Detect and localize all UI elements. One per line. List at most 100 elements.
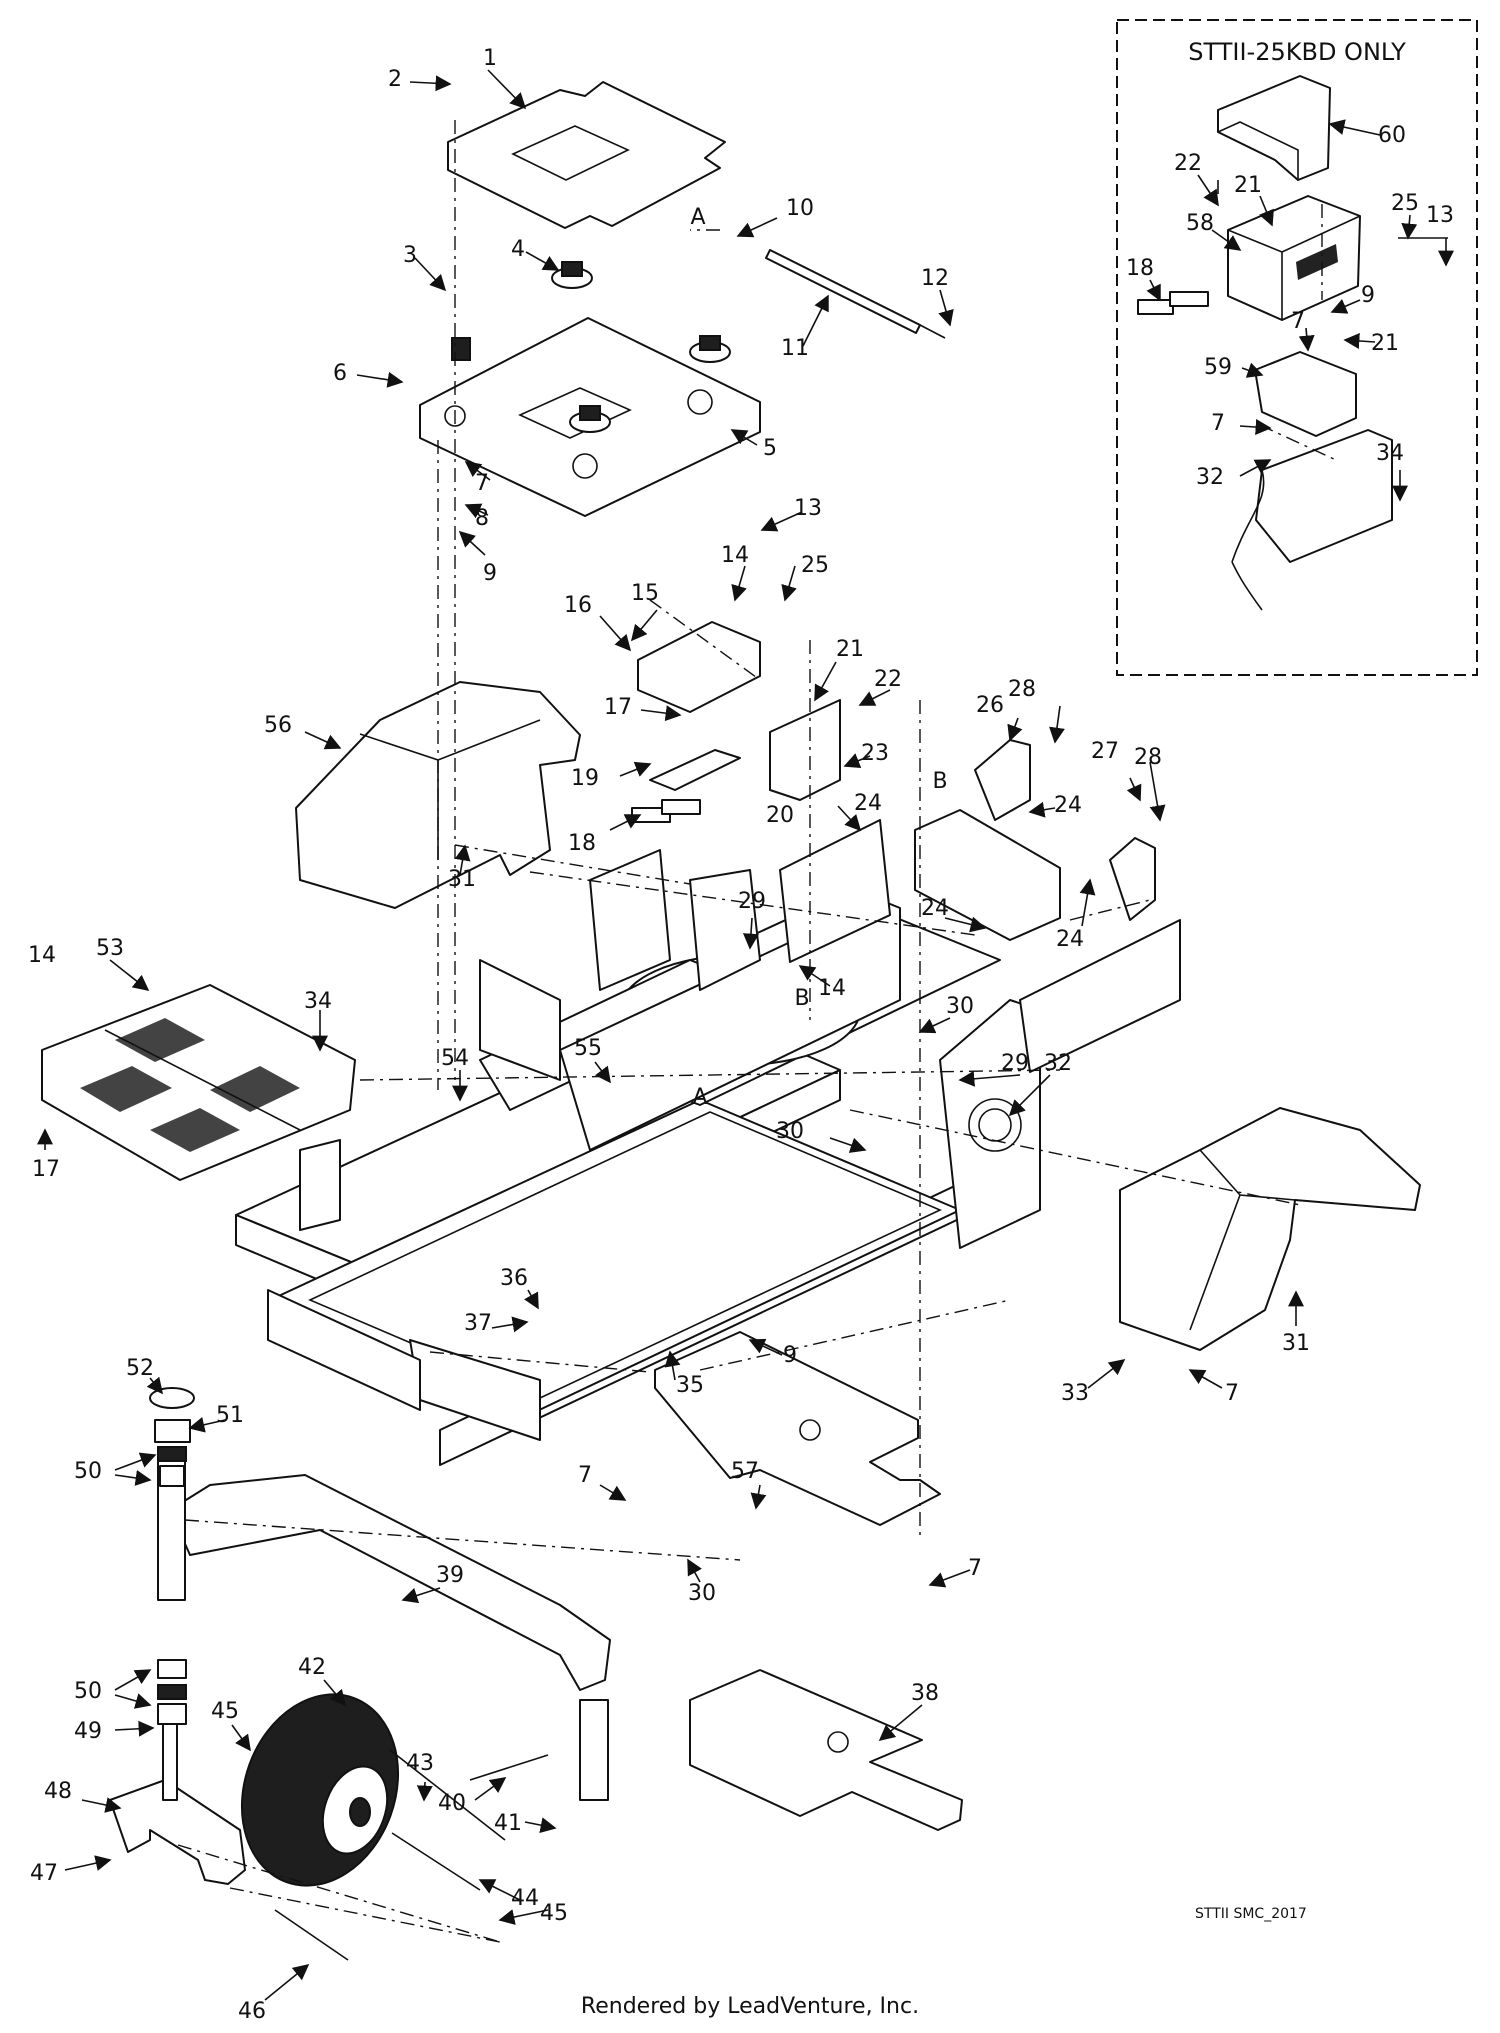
- callout-c24d: 24: [1056, 927, 1084, 952]
- callout-c9c: 9: [1361, 283, 1375, 308]
- front-axle: [169, 1474, 611, 1691]
- callout-c35: 35: [676, 1373, 704, 1398]
- callout-c21a: 21: [836, 637, 864, 662]
- belt-shield: [654, 1331, 941, 1526]
- callout-c59: 59: [1204, 355, 1232, 380]
- callout-c7a: 7: [475, 471, 489, 496]
- callout-c30b: 30: [776, 1119, 804, 1144]
- callout-c1: 1: [483, 46, 497, 71]
- callout-c24a: 24: [854, 791, 882, 816]
- frame-fragment: [1255, 429, 1393, 563]
- callout-c13b: 13: [1426, 203, 1454, 228]
- battery-cover: [1217, 75, 1331, 181]
- callout-c56: 56: [264, 713, 292, 738]
- callout-c26: 26: [976, 693, 1004, 718]
- callout-c30c: 30: [688, 1581, 716, 1606]
- inset-panel: STTII-25KBD ONLY: [1116, 19, 1478, 676]
- callout-c30a: 30: [946, 994, 974, 1019]
- callout-c51: 51: [216, 1403, 244, 1428]
- callout-c4: 4: [511, 237, 525, 262]
- drawing-code: STTII SMC_2017: [1195, 1906, 1307, 1922]
- callout-c46: 46: [238, 1999, 266, 2024]
- callout-cB2: B: [794, 986, 809, 1011]
- callout-c55: 55: [574, 1036, 602, 1061]
- seat-plate: [447, 81, 726, 229]
- callout-c9b: 9: [783, 1343, 797, 1368]
- callout-c50a: 50: [74, 1459, 102, 1484]
- fender-right: [1119, 1107, 1421, 1351]
- callout-c16: 16: [564, 593, 592, 618]
- callout-c9a: 9: [483, 561, 497, 586]
- callout-c45b: 45: [540, 1901, 568, 1926]
- under-shield: [689, 1669, 963, 1831]
- callout-c42: 42: [298, 1655, 326, 1680]
- callout-c15: 15: [631, 581, 659, 606]
- callout-c28b: 28: [1134, 745, 1162, 770]
- callout-c8: 8: [475, 506, 489, 531]
- callout-c31b: 31: [1282, 1331, 1310, 1356]
- callout-c22a: 22: [874, 667, 902, 692]
- callout-c13a: 13: [794, 496, 822, 521]
- bracket-26: [974, 739, 1031, 821]
- bracket-24: [914, 809, 1061, 941]
- callout-cB1: B: [932, 769, 947, 794]
- bar-19: [649, 749, 741, 791]
- axle-pivot: [579, 1699, 609, 1801]
- callout-c48: 48: [44, 1779, 72, 1804]
- leader-lines: [37, 69, 1454, 2001]
- bracket-27: [1109, 837, 1156, 921]
- caster-tire: [240, 1693, 400, 1887]
- latch-rod: [765, 249, 921, 334]
- callout-c5: 5: [763, 436, 777, 461]
- callout-c7d: 7: [968, 1556, 982, 1581]
- callout-c58: 58: [1186, 211, 1214, 236]
- inset-title: STTII-25KBD ONLY: [1188, 38, 1406, 66]
- callout-c18a: 18: [568, 831, 596, 856]
- assembly-lines: [177, 120, 1337, 1943]
- callout-c2: 2: [388, 67, 402, 92]
- callout-c45a: 45: [211, 1699, 239, 1724]
- callout-c40: 40: [438, 1791, 466, 1816]
- main-frame: [235, 819, 1181, 1466]
- callout-c24b: 24: [1054, 793, 1082, 818]
- callout-c38: 38: [911, 1681, 939, 1706]
- callout-c49: 49: [74, 1719, 102, 1744]
- callout-c14b: 14: [818, 976, 846, 1001]
- caster-stem: [162, 1719, 178, 1801]
- callout-c14a: 14: [721, 543, 749, 568]
- callout-c7b: 7: [1225, 1381, 1239, 1406]
- callout-c41: 41: [494, 1811, 522, 1836]
- caster-fork: [109, 1779, 246, 1885]
- callout-c7e: 7: [1291, 309, 1305, 334]
- callout-c60: 60: [1378, 123, 1406, 148]
- bracket-15: [637, 621, 761, 713]
- callout-c21b: 21: [1234, 173, 1262, 198]
- callout-c34b: 34: [1376, 441, 1404, 466]
- callout-c21c: 21: [1371, 331, 1399, 356]
- callout-c57: 57: [731, 1459, 759, 1484]
- isolator-mounts: [451, 261, 731, 433]
- plate-vents: [80, 1018, 300, 1152]
- callout-c34a: 34: [304, 989, 332, 1014]
- floor-plate: [41, 984, 356, 1181]
- bracket-20: [769, 699, 841, 801]
- callout-c54: 54: [441, 1046, 469, 1071]
- callout-c29a: 29: [738, 889, 766, 914]
- callout-c47: 47: [30, 1861, 58, 1886]
- callout-c39: 39: [436, 1563, 464, 1588]
- callout-c52: 52: [126, 1356, 154, 1381]
- callout-c31a: 31: [448, 867, 476, 892]
- footer-credit: Rendered by LeadVenture, Inc.: [581, 1994, 919, 2019]
- callout-c22b: 22: [1174, 151, 1202, 176]
- callout-c6: 6: [333, 361, 347, 386]
- callout-c28a: 28: [1008, 677, 1036, 702]
- callout-c14c: 14: [28, 943, 56, 968]
- callout-c7f: 7: [1211, 411, 1225, 436]
- callout-c33: 33: [1061, 1381, 1089, 1406]
- callout-c37: 37: [464, 1311, 492, 1336]
- callout-c32b: 32: [1196, 465, 1224, 490]
- callout-c44: 44: [511, 1886, 539, 1911]
- battery-bracket: [1254, 351, 1357, 437]
